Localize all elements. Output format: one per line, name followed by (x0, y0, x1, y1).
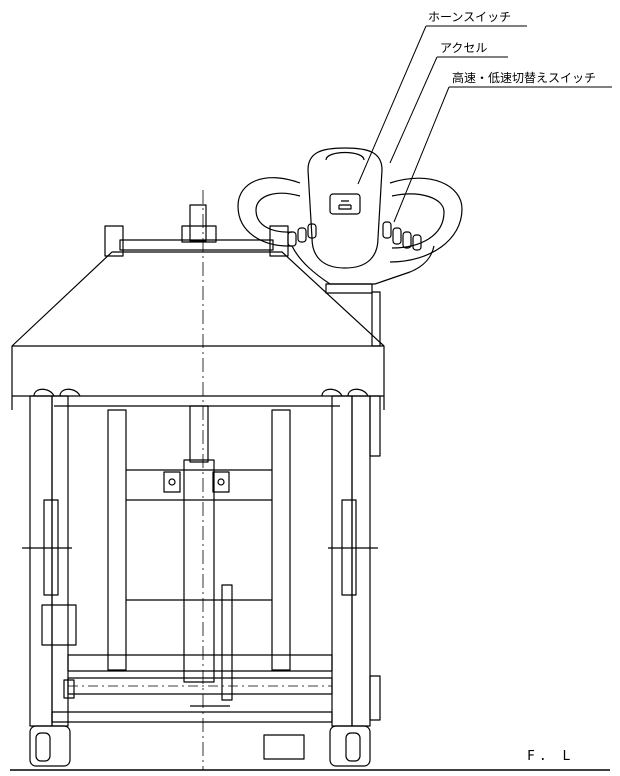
inner-frame (107, 409, 291, 671)
leader-lines (357, 25, 612, 223)
left-mast (22, 395, 77, 727)
wheels (29, 725, 371, 767)
right-mast (328, 395, 381, 727)
mast-top (104, 204, 289, 257)
speed-switch-label: 高速・低速切替えスイッチ (452, 71, 597, 85)
horn-switch-label: ホーンスイッチ (428, 10, 512, 24)
accelerator-label: アクセル (440, 41, 488, 55)
lift-cylinder (163, 405, 233, 701)
tiller-handle (237, 147, 463, 294)
overhead-guard (11, 251, 385, 410)
floor-level-label: F. L (527, 749, 575, 764)
cross-members (51, 654, 333, 723)
